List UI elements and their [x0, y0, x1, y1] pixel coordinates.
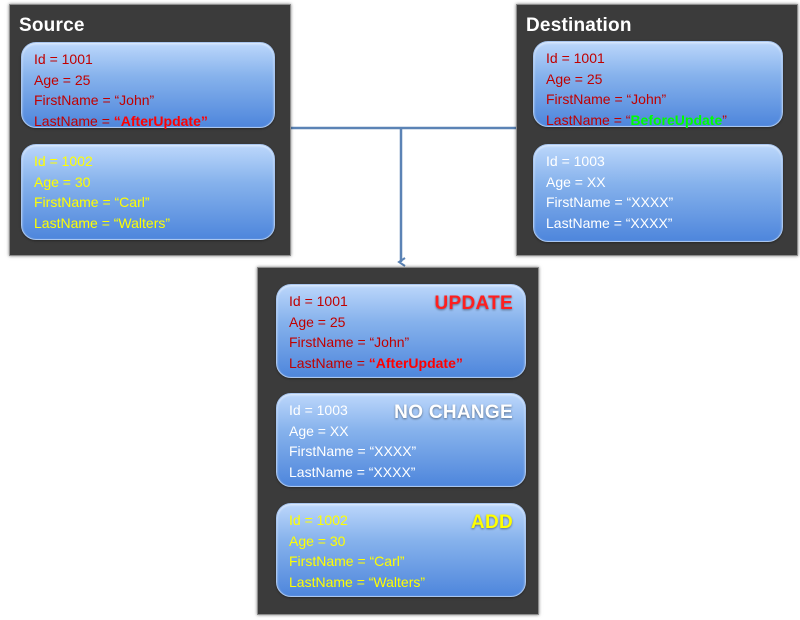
record-firstname: FirstName = “XXXX” — [289, 443, 417, 459]
record-firstname: FirstName = “Carl” — [34, 194, 150, 210]
record-firstname: FirstName = “XXXX” — [546, 194, 674, 210]
add-badge: ADD — [470, 512, 513, 533]
lastname-suffix: ” — [722, 111, 727, 128]
record-firstname: FirstName = “John” — [34, 92, 155, 108]
lastname-prefix: LastName = — [289, 354, 369, 371]
record-id: Id = 1003 — [289, 402, 348, 418]
update-badge: UPDATE — [434, 293, 513, 314]
record-age: Age = 25 — [34, 71, 91, 88]
destination-record-1003: Id = 1003 Age = XX FirstName = “XXXX” La… — [533, 144, 783, 242]
lastname-prefix: LastName = “ — [546, 111, 631, 128]
record-lastname: LastName = “Walters” — [34, 213, 274, 234]
record-id: Id = 1002 — [289, 512, 348, 528]
lastname-changed-value: “AfterUpdate” — [113, 112, 208, 129]
lastname-prefix: LastName = “Walters” — [289, 573, 426, 590]
record-lastname: LastName = “AfterUpdate” — [289, 353, 525, 374]
lastname-prefix: LastName = — [34, 112, 114, 129]
record-lastname: LastName = “AfterUpdate” — [34, 111, 274, 132]
destination-panel: Destination Id = 1001 Age = 25 FirstName… — [516, 4, 798, 256]
result-record-no-change: NO CHANGE Id = 1003 Age = XX FirstName =… — [276, 393, 526, 487]
record-age: Age = XX — [289, 422, 349, 439]
record-age: Age = 30 — [289, 532, 346, 549]
destination-title: Destination — [526, 15, 632, 36]
record-id: Id = 1003 — [546, 153, 605, 169]
lastname-old-value: BeforeUpdate — [630, 111, 723, 128]
record-id: Id = 1001 — [34, 51, 93, 67]
record-age: Age = 25 — [289, 313, 346, 330]
result-record-add: ADD Id = 1002 Age = 30 FirstName = “Carl… — [276, 503, 526, 597]
result-record-update: UPDATE Id = 1001 Age = 25 FirstName = “J… — [276, 284, 526, 378]
lastname-changed-value: “AfterUpdate” — [368, 354, 463, 371]
record-id: Id = 1002 — [34, 153, 93, 169]
source-record-1001: Id = 1001 Age = 25 FirstName = “John” La… — [21, 42, 275, 129]
record-lastname: LastName = “Walters” — [289, 572, 525, 593]
record-id: Id = 1001 — [289, 293, 348, 309]
record-lastname: LastName = “BeforeUpdate” — [546, 110, 782, 131]
source-title: Source — [19, 15, 85, 36]
record-firstname: FirstName = “John” — [289, 334, 410, 350]
record-firstname: FirstName = “Carl” — [289, 553, 405, 569]
record-id: Id = 1001 — [546, 50, 605, 66]
record-age: Age = 30 — [34, 173, 91, 190]
record-age: Age = 25 — [546, 70, 603, 87]
no-change-badge: NO CHANGE — [394, 402, 513, 423]
lastname-prefix: LastName = “XXXX” — [546, 214, 673, 231]
source-panel: Source Id = 1001 Age = 25 FirstName = “J… — [9, 4, 291, 256]
lastname-prefix: LastName = “Walters” — [34, 214, 171, 231]
source-record-1002: Id = 1002 Age = 30 FirstName = “Carl” La… — [21, 144, 275, 240]
destination-record-1001: Id = 1001 Age = 25 FirstName = “John” La… — [533, 41, 783, 128]
record-lastname: LastName = “XXXX” — [289, 462, 525, 483]
record-firstname: FirstName = “John” — [546, 91, 667, 107]
result-panel: UPDATE Id = 1001 Age = 25 FirstName = “J… — [257, 267, 539, 615]
lastname-prefix: LastName = “XXXX” — [289, 463, 416, 480]
record-age: Age = XX — [546, 173, 606, 190]
record-lastname: LastName = “XXXX” — [546, 213, 782, 234]
